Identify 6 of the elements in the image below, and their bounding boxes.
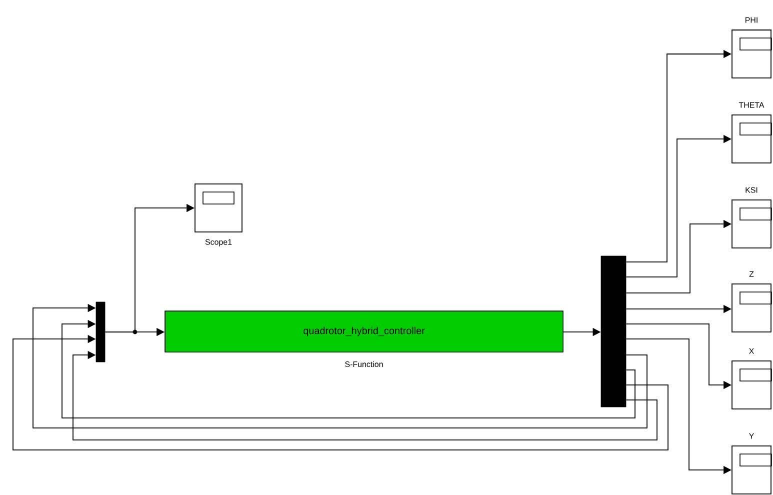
signal-line	[12, 334, 668, 450]
bus-bar	[600, 256, 626, 408]
signal-line	[32, 304, 648, 428]
function-block: quadrotor_hybrid_controller	[164, 310, 564, 352]
signal-line	[62, 320, 636, 418]
signal-line	[72, 350, 658, 440]
